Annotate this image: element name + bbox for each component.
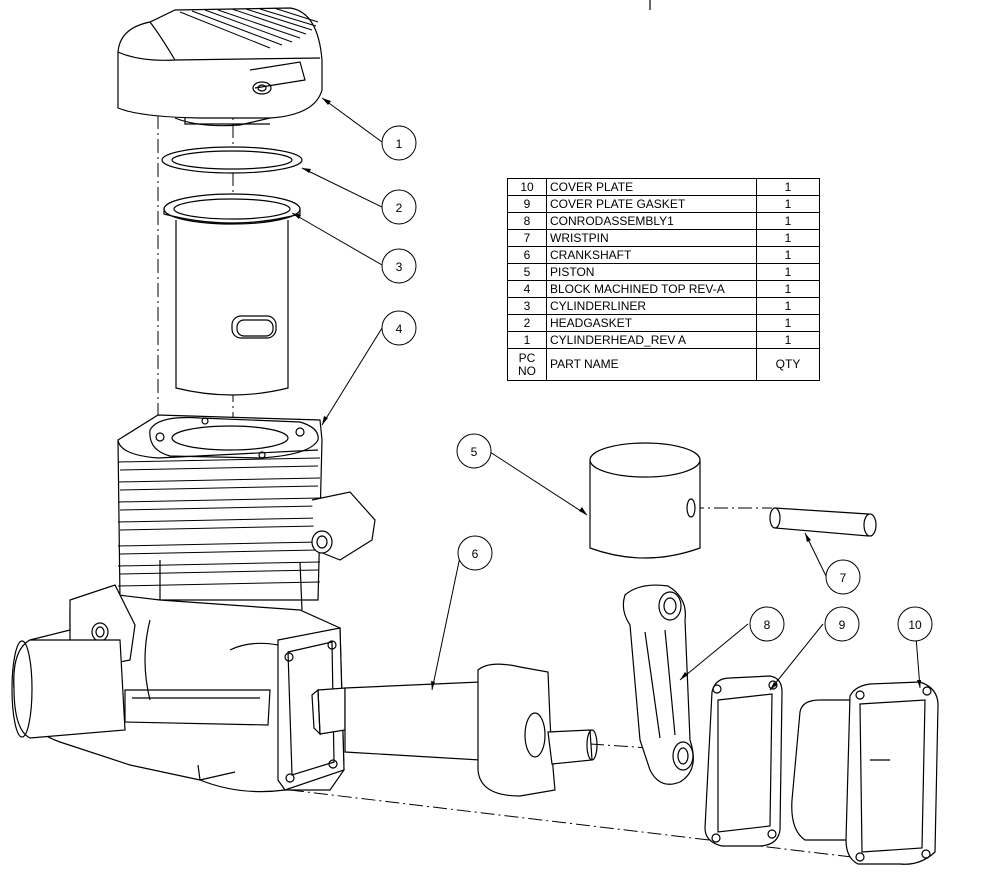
balloon-3: 3 (381, 248, 417, 284)
balloon-2: 2 (381, 189, 417, 225)
quantity: 1 (756, 178, 820, 196)
cylinder-liner (163, 193, 301, 396)
svg-text:1: 1 (396, 137, 403, 151)
pc-number: 5 (507, 263, 547, 281)
part-name: CRANKSHAFT (546, 246, 757, 264)
balloon-10: 10 (897, 606, 933, 642)
cover-plate (791, 681, 939, 865)
quantity: 1 (756, 212, 820, 230)
quantity: 1 (756, 331, 820, 349)
qty-header: QTY (756, 348, 820, 381)
svg-text:7: 7 (840, 571, 847, 585)
pc-number: 6 (507, 246, 547, 264)
pc-number: 1 (507, 331, 547, 349)
part-name: CYLINDERHEAD_REV A (546, 331, 757, 349)
leader-arrowheads (292, 98, 921, 690)
svg-text:6: 6 (472, 547, 479, 561)
quantity: 1 (756, 263, 820, 281)
part-name: BLOCK MACHINED TOP REV-A (546, 280, 757, 298)
balloon-5: 5 (456, 433, 492, 469)
pc-number: 2 (507, 314, 547, 332)
svg-text:10: 10 (908, 618, 922, 632)
part-name-header: PART NAME (546, 348, 757, 381)
quantity: 1 (756, 195, 820, 213)
balloon-9: 9 (824, 606, 860, 642)
pc-number: 7 (507, 229, 547, 247)
balloon-7: 7 (825, 559, 861, 595)
wrist-pin (769, 507, 877, 537)
part-name: CYLINDERLINER (546, 297, 757, 315)
head-gasket (161, 146, 303, 174)
part-name: COVER PLATE (546, 178, 757, 196)
quantity: 1 (756, 280, 820, 298)
svg-text:5: 5 (471, 445, 478, 459)
pc-number: 8 (507, 212, 547, 230)
pc-header-line2: NO (518, 363, 536, 378)
engine-block (11, 414, 376, 793)
part-name: CONRODASSEMBLY1 (546, 212, 757, 230)
quantity: 1 (756, 246, 820, 264)
pc-number: 3 (507, 297, 547, 315)
part-name: COVER PLATE GASKET (546, 195, 757, 213)
pc-header-line1: PC (518, 350, 536, 365)
pc-number: 4 (507, 280, 547, 298)
leader-lines (291, 97, 921, 691)
balloon-4: 4 (381, 310, 417, 346)
balloon-1: 1 (381, 125, 417, 161)
svg-text:9: 9 (839, 618, 846, 632)
part-name: PISTON (546, 263, 757, 281)
part-name: WRISTPIN (546, 229, 757, 247)
connecting-rod (622, 584, 694, 785)
svg-text:4: 4 (396, 322, 403, 336)
part-name: HEADGASKET (546, 314, 757, 332)
svg-text:3: 3 (396, 260, 403, 274)
svg-text:2: 2 (396, 201, 403, 215)
quantity: 1 (756, 314, 820, 332)
crankshaft (311, 663, 598, 797)
quantity: 1 (756, 297, 820, 315)
pc-number: 10 (507, 178, 547, 196)
balloon-6: 6 (457, 535, 493, 571)
svg-text:8: 8 (764, 618, 771, 632)
quantity: 1 (756, 229, 820, 247)
balloon-8: 8 (749, 606, 785, 642)
piston (589, 442, 701, 559)
pc-number: 9 (507, 195, 547, 213)
cover-plate-gasket (704, 675, 783, 847)
cylinder-head (117, 7, 323, 127)
